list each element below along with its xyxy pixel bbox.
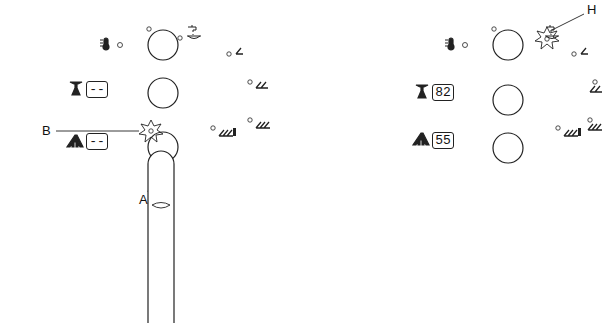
display-box: 55 [432,132,454,149]
display-digits: 55 [433,134,453,147]
callout-letter: A [139,193,148,207]
display-digits: 82 [433,86,453,99]
left-panel [56,25,270,323]
display-digits: -- [87,135,107,148]
display-digits: -- [87,83,107,96]
display-box: -- [86,81,108,98]
display-box: 82 [432,84,454,101]
right-panel [413,14,602,163]
callout-letter: H [587,3,596,17]
callout-letter: B [42,124,51,138]
display-box: -- [86,133,108,150]
